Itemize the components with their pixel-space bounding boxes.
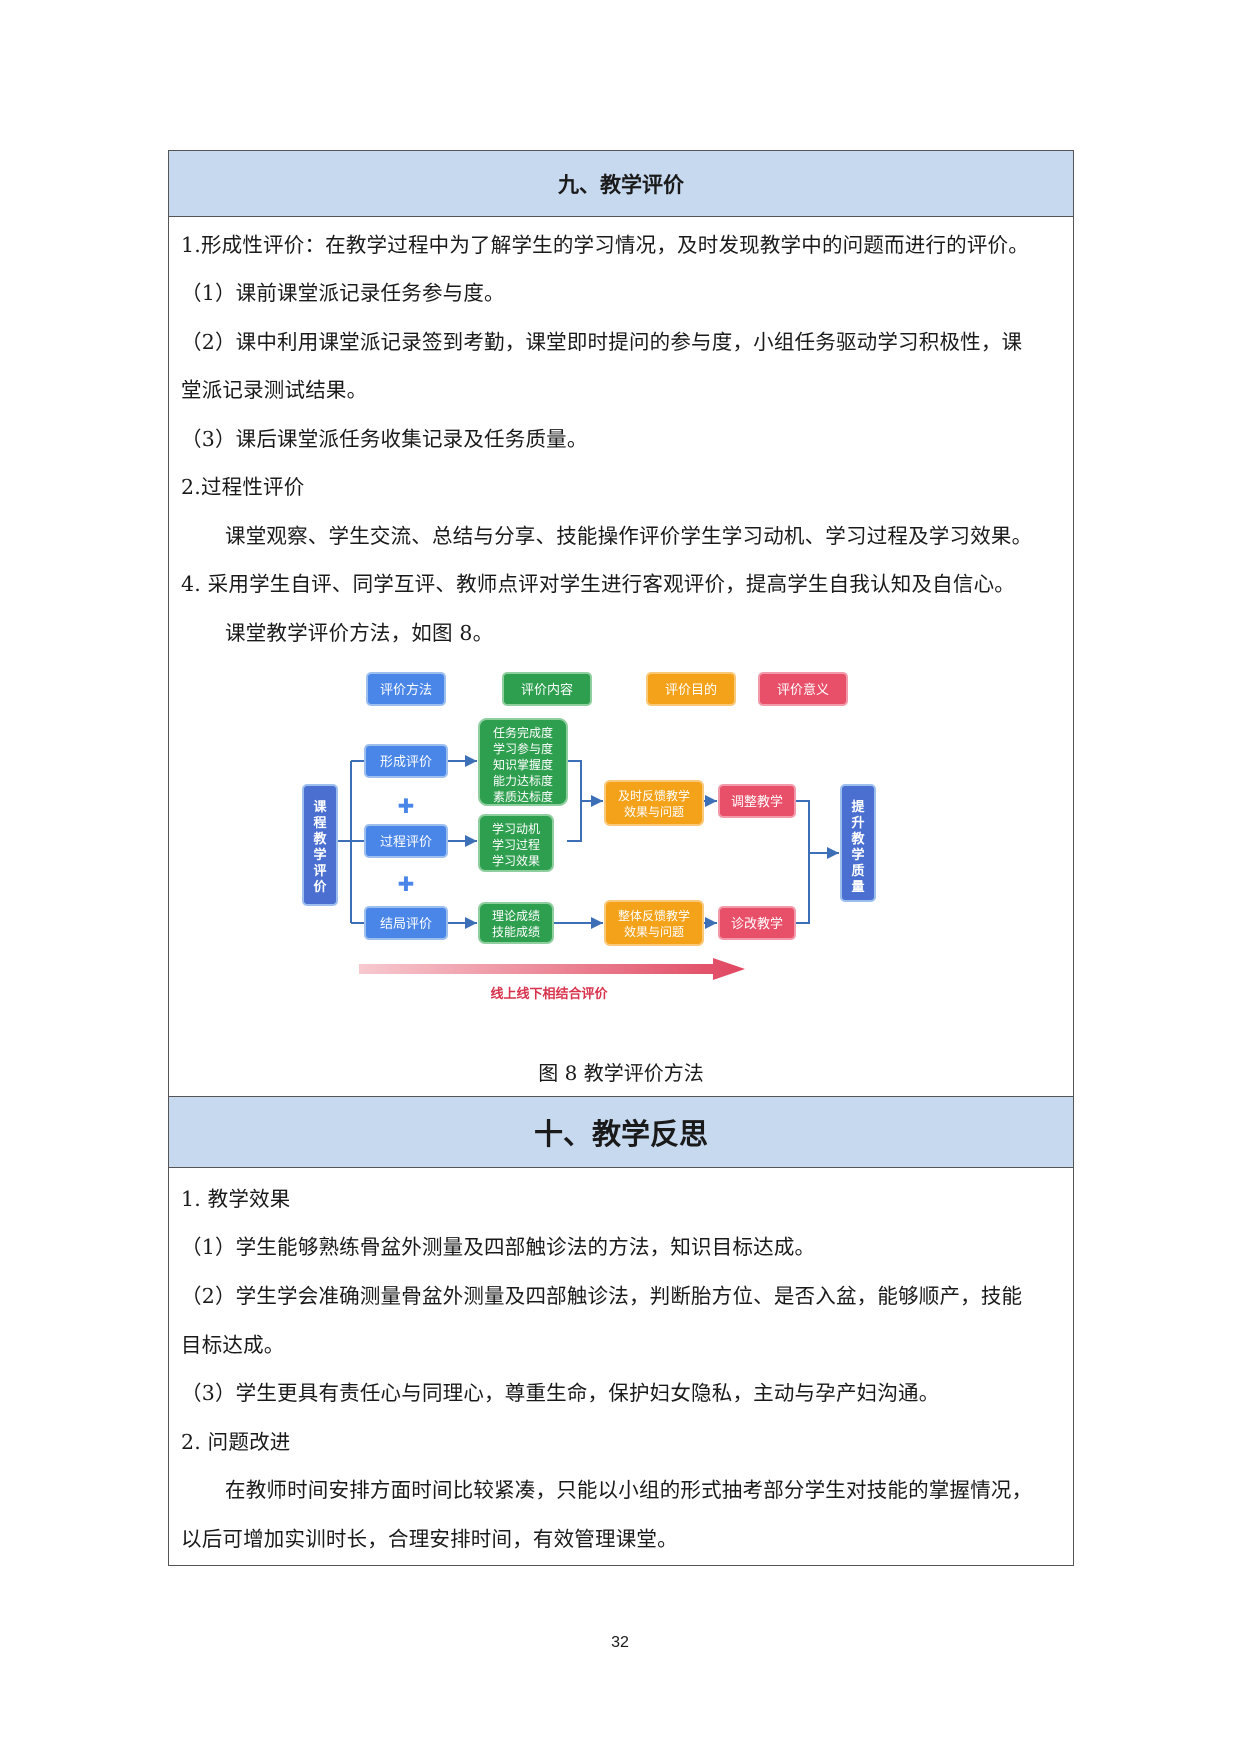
purpose-node-2: 整体反馈教学 效果与问题 bbox=[604, 900, 704, 946]
s10-line-6: 2. 问题改进 bbox=[181, 1430, 291, 1454]
content-node-3: 理论成绩 技能成绩 bbox=[478, 902, 554, 944]
legend-content-label: 评价内容 bbox=[521, 682, 573, 698]
root-label: 课程教学评价 bbox=[312, 800, 327, 895]
section-10-header: 十、教学反思 bbox=[169, 1096, 1073, 1168]
purpose-line: 整体反馈教学 bbox=[618, 908, 690, 923]
legend-method-label: 评价方法 bbox=[380, 682, 432, 698]
legend-meaning-label: 评价意义 bbox=[777, 682, 829, 698]
s10-line-1: 1. 教学效果 bbox=[181, 1187, 291, 1211]
s10-line-3: （2）学生学会准确测量骨盆外测量及四部触诊法，判断胎方位、是否入盆，能够顺产，技… bbox=[181, 1284, 1023, 1308]
content-item: 学习效果 bbox=[492, 853, 540, 868]
figure-caption: 图 8 教学评价方法 bbox=[538, 1061, 704, 1085]
content-item: 技能成绩 bbox=[492, 925, 540, 939]
content-item: 理论成绩 bbox=[492, 909, 540, 923]
content-item: 学习过程 bbox=[492, 837, 540, 852]
method-label: 形成评价 bbox=[380, 755, 432, 770]
s10-line-5: （3）学生更具有责任心与同理心，尊重生命，保护妇女隐私，主动与孕产妇沟通。 bbox=[181, 1381, 940, 1405]
section-9-title: 九、教学评价 bbox=[558, 172, 684, 197]
connectors bbox=[337, 755, 839, 929]
s9-line-6: 2.过程性评价 bbox=[181, 475, 305, 499]
method-node-outcome: 结局评价 bbox=[364, 906, 448, 940]
s9-line-7: 课堂观察、学生交流、总结与分享、技能操作评价学生学习动机、学习过程及学习效果。 bbox=[225, 524, 1033, 548]
section-10-title: 十、教学反思 bbox=[533, 1117, 708, 1151]
section-9-header: 九、教学评价 bbox=[169, 151, 1073, 217]
s10-line-4: 目标达成。 bbox=[181, 1333, 285, 1357]
legend-meaning: 评价意义 bbox=[758, 672, 848, 706]
content-item: 素质达标度 bbox=[493, 789, 553, 804]
s10-line-7: 在教师时间安排方面时间比较紧凑，只能以小组的形式抽考部分学生对技能的掌握情况， bbox=[225, 1478, 1033, 1502]
evaluation-diagram: 评价方法 评价内容 评价目的 评价意义 bbox=[302, 672, 876, 1002]
legend-content: 评价内容 bbox=[502, 672, 592, 706]
purpose-node-1: 及时反馈教学 效果与问题 bbox=[604, 780, 704, 826]
content-item: 学习动机 bbox=[492, 821, 540, 836]
meaning-label: 诊改教学 bbox=[731, 916, 783, 932]
s10-line-8: 以后可增加实训时长，合理安排时间，有效管理课堂。 bbox=[181, 1527, 678, 1551]
content-item: 学习参与度 bbox=[493, 741, 553, 756]
content-node-2: 学习动机 学习过程 学习效果 bbox=[478, 814, 554, 872]
purpose-line: 效果与问题 bbox=[624, 924, 684, 939]
content-item: 任务完成度 bbox=[493, 725, 553, 740]
s9-line-8: 4. 采用学生自评、同学互评、教师点评对学生进行客观评价，提高学生自我认知及自信… bbox=[181, 572, 1015, 596]
method-node-process: 过程评价 bbox=[364, 824, 448, 858]
method-label: 过程评价 bbox=[380, 835, 432, 850]
content-node-1: 任务完成度 学习参与度 知识掌握度 能力达标度 素质达标度 bbox=[478, 718, 568, 806]
method-node-formative: 形成评价 bbox=[364, 744, 448, 778]
root-node: 课程教学评价 bbox=[302, 784, 338, 906]
purpose-line: 效果与问题 bbox=[624, 804, 684, 819]
meaning-node-adjust: 调整教学 bbox=[718, 784, 796, 818]
page-table: 九、教学评价 1.形成性评价：在教学过程中为了解学生的学习情况，及时发现教学中的… bbox=[168, 150, 1074, 1566]
method-label: 结局评价 bbox=[380, 917, 432, 932]
arrow-label: 线上线下相结合评价 bbox=[490, 986, 608, 1002]
s9-line-2: （1）课前课堂派记录任务参与度。 bbox=[181, 281, 505, 305]
purpose-line: 及时反馈教学 bbox=[618, 788, 690, 803]
page-number: 32 bbox=[611, 1634, 629, 1651]
s9-line-5: （3）课后课堂派任务收集记录及任务质量。 bbox=[181, 427, 588, 451]
legend-purpose-label: 评价目的 bbox=[665, 682, 717, 698]
online-offline-arrow: 线上线下相结合评价 bbox=[359, 958, 745, 1002]
meaning-label: 调整教学 bbox=[731, 794, 783, 810]
legend-method: 评价方法 bbox=[366, 672, 446, 706]
legend-purpose: 评价目的 bbox=[646, 672, 736, 706]
s9-line-3: （2）课中利用课堂派记录签到考勤，课堂即时提问的参与度，小组任务驱动学习积极性，… bbox=[181, 330, 1023, 354]
content-item: 知识掌握度 bbox=[493, 757, 553, 772]
plus-icon: ✚ bbox=[398, 872, 415, 896]
plus-icon: ✚ bbox=[398, 794, 415, 818]
s9-line-4: 堂派记录测试结果。 bbox=[181, 378, 368, 402]
s9-line-1: 1.形成性评价：在教学过程中为了解学生的学习情况，及时发现教学中的问题而进行的评… bbox=[181, 233, 1029, 257]
meaning-node-diagnose: 诊改教学 bbox=[718, 906, 796, 940]
goal-label: 提升教学质量 bbox=[850, 799, 865, 895]
goal-node: 提升教学质量 bbox=[840, 784, 876, 902]
s9-line-9: 课堂教学评价方法，如图 8。 bbox=[225, 621, 494, 645]
s10-line-2: （1）学生能够熟练骨盆外测量及四部触诊法的方法，知识目标达成。 bbox=[181, 1235, 816, 1259]
content-item: 能力达标度 bbox=[493, 773, 553, 788]
